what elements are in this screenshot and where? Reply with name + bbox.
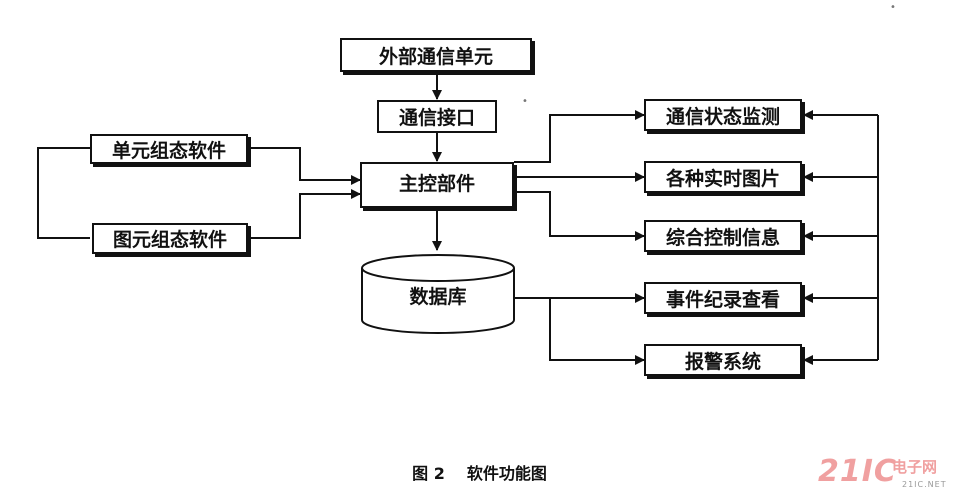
graphic-config-software-label: 图元组态软件 (112, 229, 227, 251)
figure-number: 图 2 (412, 464, 445, 483)
figure-title: 软件功能图 (466, 464, 547, 483)
arrow-main-to-integrated-control (514, 191, 645, 241)
unit-config-software-box: 单元组态软件 (90, 134, 248, 164)
arrow-graphic-config-to-main (248, 189, 361, 239)
comm-interface-box: 通信接口 (377, 100, 497, 133)
event-log-query-box: 事件纪录查看 (644, 282, 802, 314)
decorative-dot: • (890, 2, 896, 13)
arrow-database-to-alarm (549, 298, 645, 365)
external-comm-unit-label: 外部通信单元 (378, 45, 493, 68)
realtime-images-label: 各种实时图片 (665, 167, 780, 190)
event-log-query-label: 事件纪录查看 (665, 288, 780, 311)
watermark-url: 21IC.NET (902, 480, 947, 489)
arrow-main-to-comm-status (514, 110, 645, 163)
decorative-dot: • (522, 96, 528, 107)
main-control-label: 主控部件 (398, 173, 475, 195)
realtime-images-box: 各种实时图片 (644, 161, 802, 193)
database-cylinder (361, 254, 515, 334)
arrow-unit-config-to-main (248, 147, 361, 185)
database-label: 数据库 (409, 286, 467, 308)
watermark-logo-text: 21IC (818, 454, 897, 489)
figure-caption: 图 2 软件功能图 (0, 460, 959, 484)
left-feedback-loop (37, 147, 90, 239)
watermark-logo: 21IC 电子网 21IC.NET (818, 452, 948, 494)
comm-status-monitor-box: 通信状态监测 (644, 99, 802, 131)
integrated-control-info-label: 综合控制信息 (665, 226, 780, 249)
alarm-system-box: 报警系统 (644, 344, 802, 376)
graphic-config-software-box: 图元组态软件 (92, 223, 248, 254)
integrated-control-info-box: 综合控制信息 (644, 220, 802, 252)
unit-config-software-label: 单元组态软件 (111, 139, 226, 162)
main-control-box: 主控部件 (360, 162, 514, 208)
watermark-site-text: 电子网 (892, 458, 938, 476)
external-comm-unit-box: 外部通信单元 (340, 38, 532, 72)
alarm-system-label: 报警系统 (684, 350, 761, 373)
comm-status-monitor-label: 通信状态监测 (665, 105, 780, 128)
comm-interface-label: 通信接口 (398, 107, 475, 129)
